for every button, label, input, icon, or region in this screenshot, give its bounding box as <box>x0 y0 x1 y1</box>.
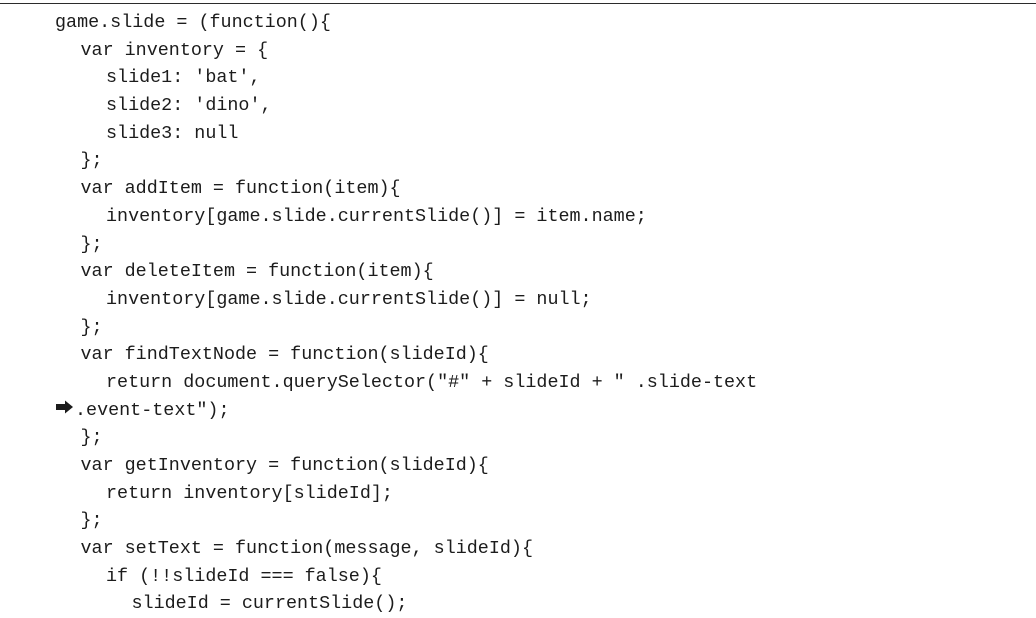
code-text: var getInventory = function(slideId){ <box>80 455 489 476</box>
code-text: return inventory[slideId]; <box>106 482 393 504</box>
code-text: inventory[game.slide.currentSlide()] = i… <box>106 205 647 227</box>
code-line: }; <box>55 147 1030 175</box>
code-line: .event-text"); <box>55 397 1030 425</box>
code-text: inventory[game.slide.currentSlide()] = n… <box>106 288 592 310</box>
code-line: var setText = function(message, slideId)… <box>55 535 1030 563</box>
code-text: slide1: 'bat', <box>106 67 261 89</box>
code-text: slide2: 'dino', <box>106 95 272 117</box>
code-text: return document.querySelector("#" + slid… <box>106 371 758 393</box>
code-text: }; <box>80 427 103 449</box>
code-line: return document.querySelector("#" + slid… <box>55 369 1030 397</box>
code-text: var addItem = function(item){ <box>80 178 401 200</box>
code-line: slide1: 'bat', <box>55 64 1030 92</box>
code-line: slide2: 'dino', <box>55 92 1030 120</box>
code-line: if (!!slideId === false){ <box>55 563 1030 591</box>
code-line: }; <box>55 424 1030 452</box>
code-line: var findTextNode = function(slideId){ <box>55 341 1030 369</box>
code-listing: game.slide = (function(){ var inventory =… <box>55 9 1030 618</box>
code-text: .event-text"); <box>75 399 230 421</box>
code-line: var inventory = { <box>55 37 1030 65</box>
code-text: slideId = currentSlide(); <box>131 593 408 615</box>
code-text: }; <box>80 510 103 532</box>
code-line: inventory[game.slide.currentSlide()] = n… <box>55 286 1030 314</box>
code-line: var addItem = function(item){ <box>55 175 1030 203</box>
code-text: }; <box>80 150 103 172</box>
code-line: inventory[game.slide.currentSlide()] = i… <box>55 203 1030 231</box>
code-line: slideId = currentSlide(); <box>55 590 1030 618</box>
code-text: }; <box>80 233 103 255</box>
code-text: if (!!slideId === false){ <box>106 565 382 587</box>
code-line: }; <box>55 314 1030 342</box>
code-text: var setText = function(message, slideId)… <box>80 538 533 560</box>
code-text: slide3: null <box>106 122 239 144</box>
code-line: var deleteItem = function(item){ <box>55 258 1030 286</box>
code-text: var deleteItem = function(item){ <box>80 261 434 283</box>
code-line: var getInventory = function(slideId){ <box>55 452 1030 480</box>
top-rule <box>0 3 1036 4</box>
code-line: slide3: null <box>55 120 1030 148</box>
code-text: var inventory = { <box>80 39 269 61</box>
code-text: }; <box>80 316 103 338</box>
code-text: var findTextNode = function(slideId){ <box>80 344 489 366</box>
code-text: game.slide = (function(){ <box>55 12 331 33</box>
code-line: return inventory[slideId]; <box>55 480 1030 508</box>
code-line: game.slide = (function(){ <box>55 9 1030 37</box>
code-line: }; <box>55 507 1030 535</box>
code-line: }; <box>55 231 1030 259</box>
